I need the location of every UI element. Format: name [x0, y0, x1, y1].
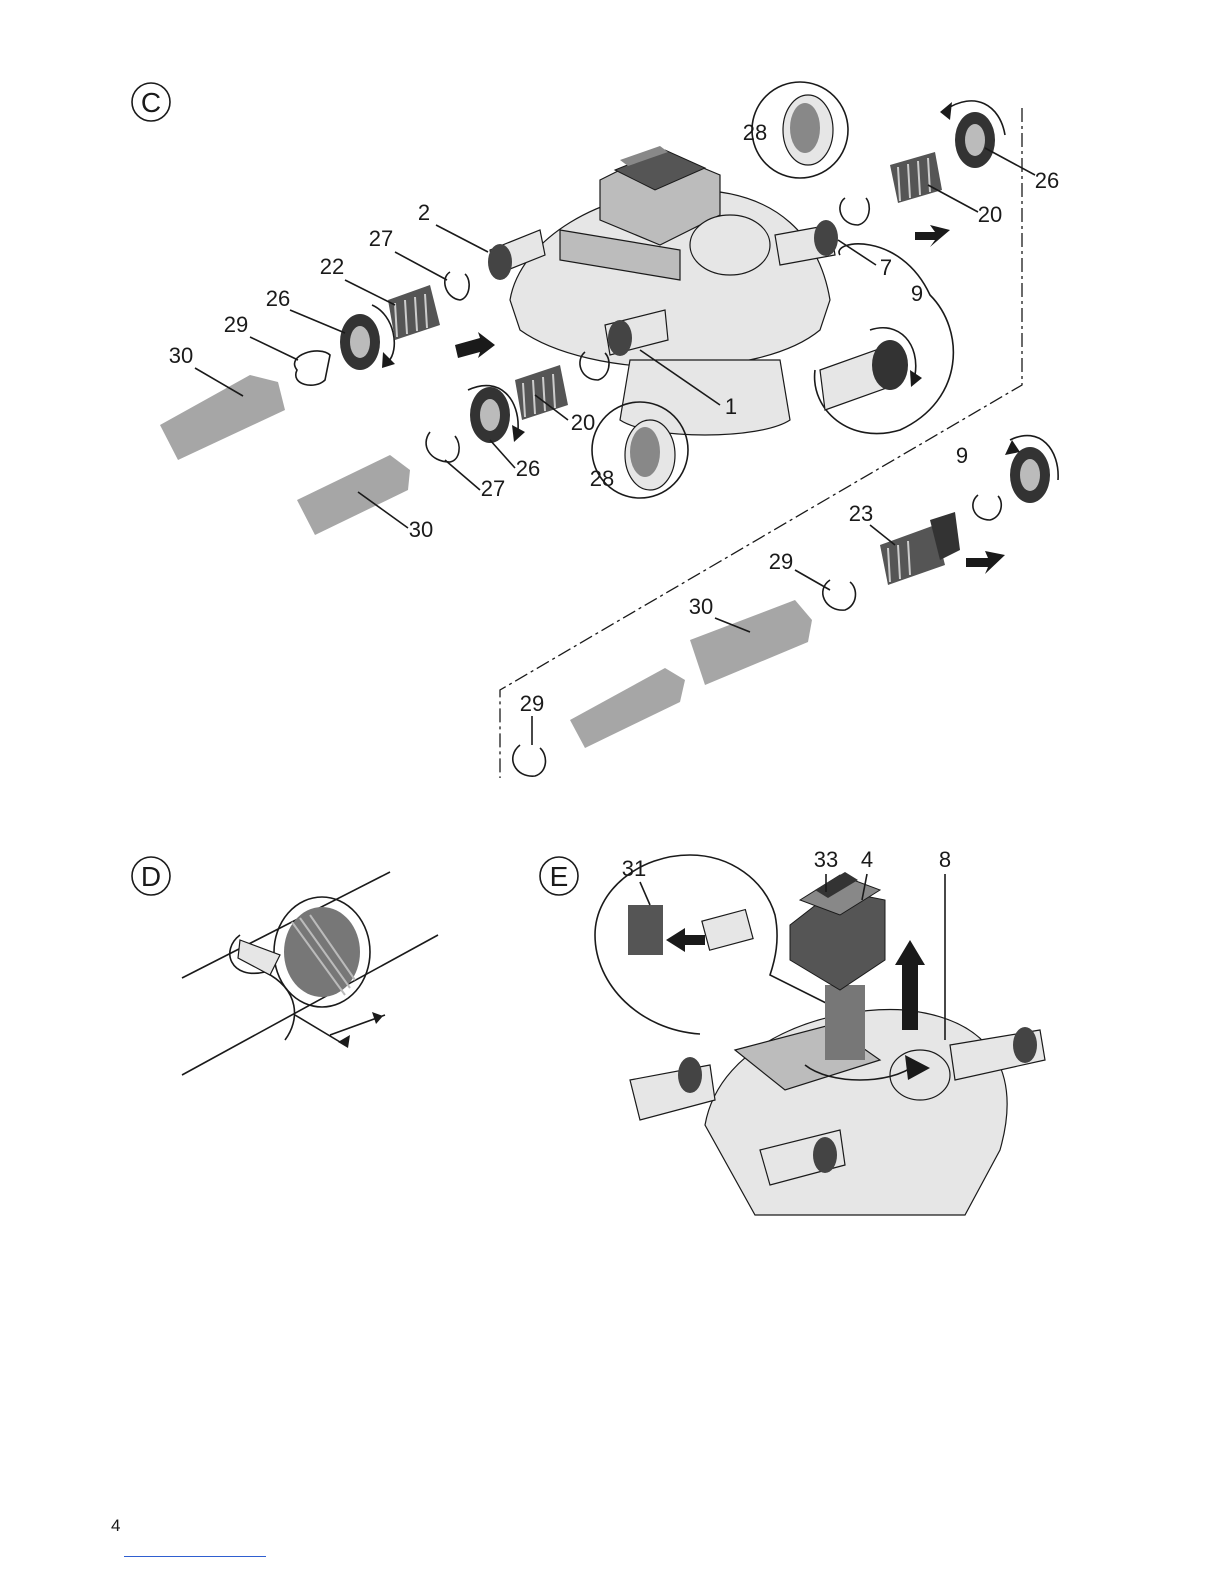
callout: 20 [571, 410, 595, 435]
callout-labels-e: 31 33 4 8 [622, 847, 951, 881]
clamp-29-upper [295, 351, 330, 385]
callout: 31 [622, 856, 646, 881]
figure-e: E 31 33 4 [540, 847, 1045, 1215]
page-number: 4 [111, 1516, 120, 1536]
union-nut-26-upper-right [940, 101, 1005, 168]
union-nut-9 [1005, 436, 1058, 503]
callout: 2 [418, 200, 430, 225]
cleaning-knob [690, 215, 770, 275]
callout: 30 [689, 594, 713, 619]
callout: 28 [590, 466, 614, 491]
callout: 26 [266, 286, 290, 311]
clamp-29-right [823, 580, 856, 610]
callout: 28 [743, 120, 767, 145]
pipe-with-nut [182, 872, 438, 1075]
push-arrow-upper-right [915, 225, 950, 247]
callout: 23 [849, 501, 873, 526]
push-arrow-lower-right [966, 551, 1005, 574]
callout: 29 [224, 312, 248, 337]
section-letter-d: D [141, 861, 161, 892]
callout: 29 [520, 691, 544, 716]
callout: 29 [769, 549, 793, 574]
figure-d: D [132, 857, 438, 1075]
hose-tail-23 [880, 512, 960, 585]
hose-tail-20-upper [890, 152, 942, 203]
callout: 20 [978, 202, 1002, 227]
callout: 27 [369, 226, 393, 251]
callout: 22 [320, 254, 344, 279]
clamp-29-bottom [513, 745, 546, 776]
hose-tail-22 [388, 285, 440, 340]
callout: 27 [481, 476, 505, 501]
callout: 1 [725, 394, 737, 419]
hose-lower-right-b [570, 668, 685, 748]
callout: 9 [911, 281, 923, 306]
footer-rule [124, 1556, 266, 1557]
union-nut-26-lower [468, 386, 525, 443]
seal-27-lower [426, 432, 459, 462]
hose-lower-left [297, 455, 410, 535]
seal-lower-right [973, 495, 1001, 520]
seal-27-upper [445, 272, 469, 300]
figure-c: C [132, 82, 1059, 778]
section-letter-e: E [550, 861, 569, 892]
callout: 7 [880, 255, 892, 280]
callout: 26 [1035, 168, 1059, 193]
callout: 9 [956, 443, 968, 468]
hose-upper-left [160, 375, 285, 460]
callout: 30 [169, 343, 193, 368]
callout: 8 [939, 847, 951, 872]
callout: 26 [516, 456, 540, 481]
callout: 33 [814, 847, 838, 872]
union-nut-26-upper [340, 305, 395, 370]
hose-tail-20-lower [515, 365, 568, 420]
callout: 4 [861, 847, 873, 872]
seal-28-upper [840, 198, 869, 225]
callout: 30 [409, 517, 433, 542]
push-arrow-upper-left [455, 332, 495, 358]
section-letter-c: C [141, 87, 161, 118]
